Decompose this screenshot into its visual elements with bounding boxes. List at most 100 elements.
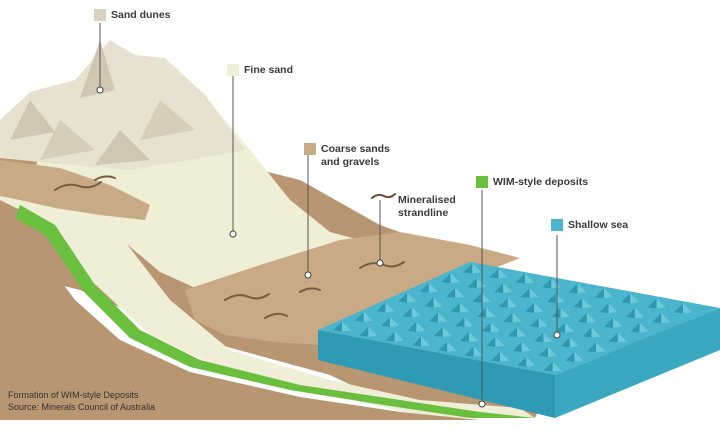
sea-pyramid [381,316,391,327]
sea-pyramid [512,312,522,323]
sea-pyramid [582,327,592,338]
sea-pyramid [500,351,510,362]
sea-pyramid [512,341,522,352]
sea-pyramid [529,317,539,328]
sea-pyramid [548,346,558,357]
sea-pyramid [450,273,460,284]
sea-pyramid [498,297,508,308]
sea-pyramid [647,298,657,309]
sea-pyramid [565,322,575,333]
sea-pyramid [354,311,364,322]
sea-pyramid [591,327,601,338]
sea-pyramid [625,308,635,319]
mineralised-label-line1: Mineralised [398,194,456,206]
coarse-sands-swatch [304,143,316,155]
sea-pyramid [560,307,570,318]
wim-deposits-marker [478,400,486,408]
sea-pyramid [525,302,535,313]
sea-pyramid [524,273,534,284]
shallow-sea-block [318,262,720,418]
sea-pyramid [446,287,456,298]
coarse-sands-label-line2: and gravels [321,156,380,168]
sea-pyramid [433,326,443,337]
wim-deposits-label: WIM-style deposits [493,176,589,188]
strandline-marks [54,175,405,319]
sea-pyramid [503,283,513,294]
sea-pyramid [447,341,457,352]
sea-pyramid [442,326,452,337]
caption-title: Formation of WIM-style Deposits [8,390,139,400]
sea-pyramid [489,268,499,279]
sea-pyramid [494,283,504,294]
sea-pyramid [438,312,448,323]
sea-pyramid [421,336,431,347]
fine-sand-label: Fine sand [244,64,294,76]
sea-pyramid [441,273,451,284]
sea-pyramid [473,346,483,357]
sea-wave-pattern [333,263,692,372]
sea-pyramid [517,327,527,338]
sea-pyramid [682,303,692,314]
sand-dunes-marker [96,86,104,94]
sand-dunes [0,40,245,170]
sea-pyramid [411,307,421,318]
sea-pyramid [385,331,395,342]
sea-pyramid [498,268,508,279]
sea-pyramid [455,317,465,328]
shallow-sea-label: Shallow sea [568,219,629,231]
sea-pyramid [467,278,477,289]
sea-pyramid [599,303,609,314]
sea-pyramid [472,263,482,274]
sea-pyramid [515,273,525,284]
shallow-sea-swatch [551,219,563,231]
sea-pyramid [652,313,662,324]
strandline-legend-icon [371,193,396,199]
sea-pyramid [582,298,592,309]
sea-pyramid [639,322,649,333]
sea-pyramid [603,288,613,299]
sea-pyramid [460,331,470,342]
sea-pyramid [526,356,536,367]
sea-pyramid [407,292,417,303]
sea-pyramid [455,287,465,298]
sea-pyramid [534,302,544,313]
sea-pyramid [604,317,614,328]
sea-pyramid [412,336,422,347]
sea-pyramid [555,293,565,304]
sea-pyramid [419,282,429,293]
sea-pyramid [476,278,486,289]
base-layer [0,210,480,420]
sea-pyramid [521,341,531,352]
coarse-sands-label-line1: Coarse sands [321,143,390,155]
sea-pyramid [621,293,631,304]
sea-pyramid [543,361,553,372]
sea-pyramid [556,322,566,333]
shallow-sea-marker [553,331,561,339]
sea-pyramid [517,356,527,367]
sea-pyramid [673,303,683,314]
sea-pyramid [416,321,426,332]
sea-pyramid [634,308,644,319]
strandline-marker [376,259,384,267]
sea-pyramid [495,336,505,347]
sea-pyramid [398,292,408,303]
caption-source: Source: Minerals Council of Australia [8,402,156,412]
sea-pyramid [407,321,417,332]
coarse-sands-slope [0,160,150,220]
sea-pyramid [424,297,434,308]
sea-pyramid [546,293,556,304]
sea-pyramid [534,332,544,343]
sea-pyramid [594,288,604,299]
sea-pyramid [491,351,501,362]
sand-dunes-swatch [94,9,106,21]
sea-pyramid [608,303,618,314]
sea-pyramid [490,322,500,333]
sea-pyramid [543,332,553,343]
sea-pyramid [481,322,491,333]
sea-pyramid [385,302,395,313]
sea-pyramid [464,317,474,328]
sea-pyramid [376,302,386,313]
sea-pyramid [464,346,474,357]
sea-pyramid [469,331,479,342]
